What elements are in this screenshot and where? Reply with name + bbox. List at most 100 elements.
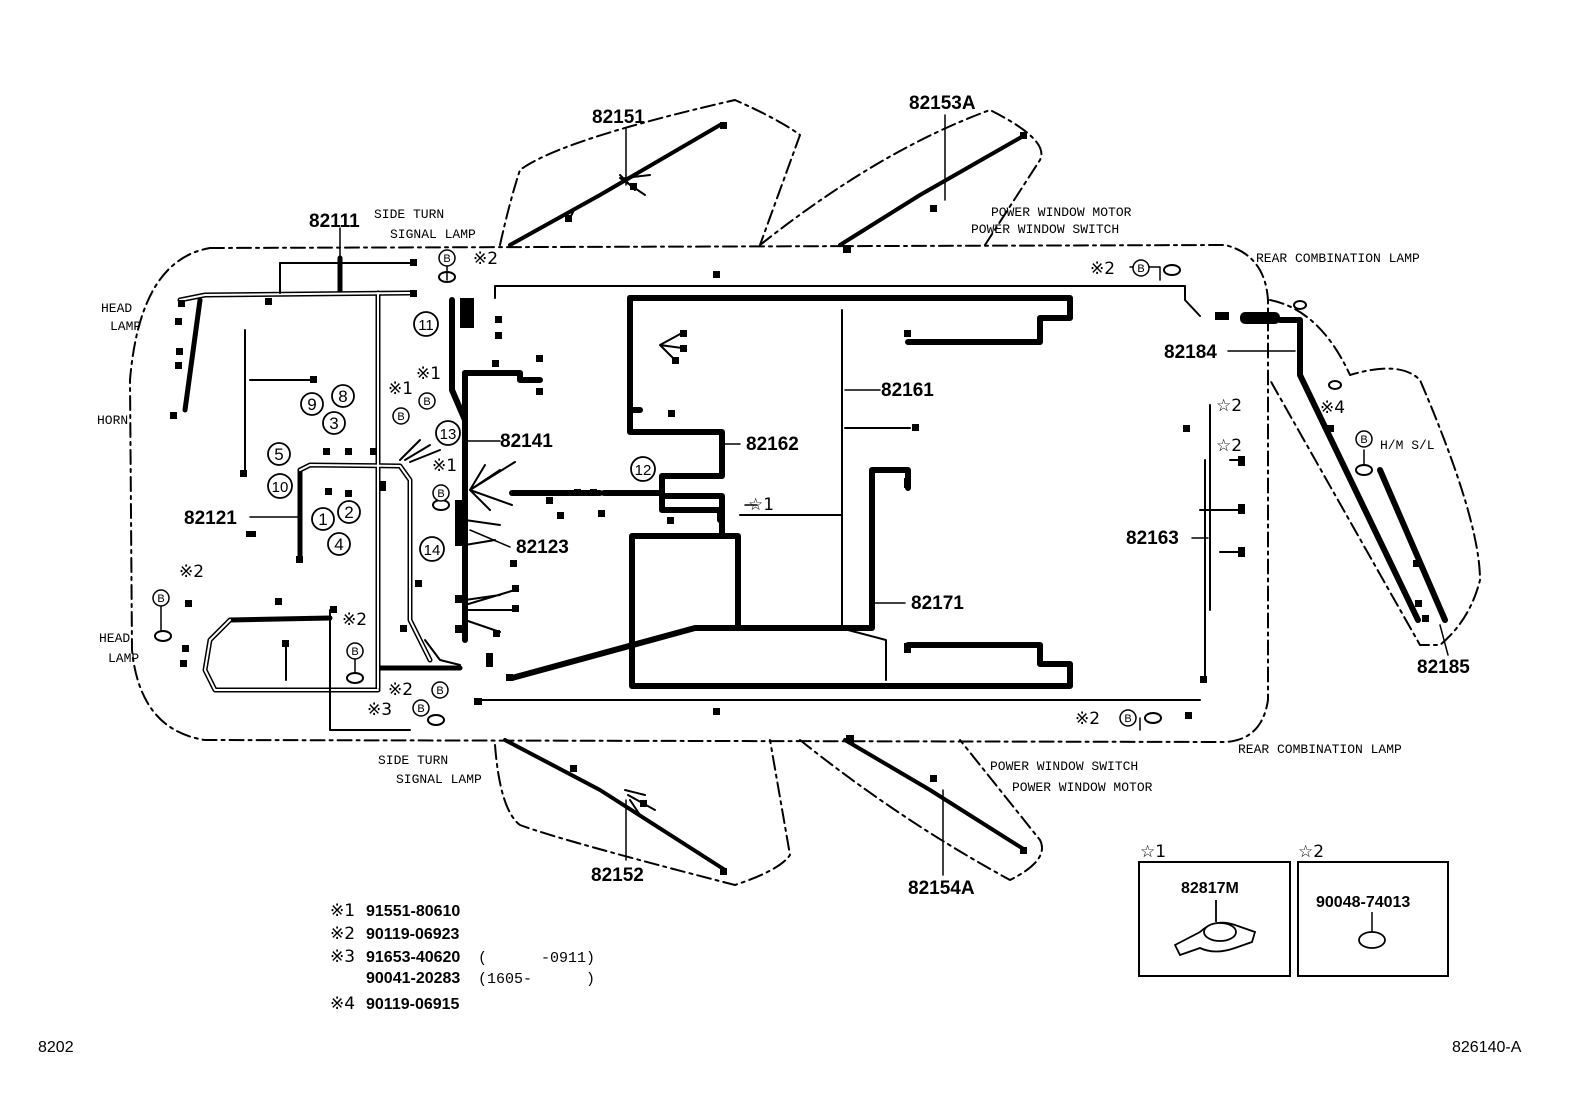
legend-part-1: 91551-80610: [366, 903, 460, 920]
mark-s2: ☆2: [1216, 396, 1242, 416]
inset-1-part: 82817M: [1181, 880, 1239, 897]
part-82111: 82111: [309, 211, 360, 232]
label-rear-combination-top: REAR COMBINATION LAMP: [1256, 251, 1420, 266]
bolt-b: B: [397, 411, 404, 423]
legend-part-2: 90119-06923: [366, 926, 460, 943]
bolt-b: B: [1360, 434, 1367, 446]
bolt-b: B: [1124, 713, 1131, 725]
legend-part-3: 91653-40620: [366, 949, 460, 966]
bolt-b: B: [1137, 263, 1144, 275]
bolt-b: B: [437, 488, 444, 500]
callout-3: 3: [329, 414, 338, 433]
callout-11: 11: [418, 317, 434, 334]
clip-icon: [1173, 900, 1257, 957]
part-82141: 82141: [500, 431, 553, 452]
bolt-b: B: [157, 593, 164, 605]
part-82121: 82121: [184, 508, 237, 529]
callout-5: 5: [274, 445, 283, 464]
bolt-b: B: [423, 396, 430, 408]
inset-2-mark: ☆2: [1298, 842, 1324, 862]
label-hm-sl: H/M S/L: [1380, 438, 1435, 453]
label-pw-motor-top: POWER WINDOW MOTOR: [991, 205, 1132, 220]
mark-k1: ※1: [416, 364, 441, 384]
part-82184: 82184: [1164, 342, 1217, 363]
legend-part-5: 90119-06915: [366, 996, 460, 1013]
bolt-b: B: [443, 253, 450, 265]
legend-mark-2: ※2: [330, 924, 355, 944]
harness-hair: [244, 262, 1241, 731]
callout-numbers: 1 2 3 4 5 8 9 10 11 12 13 14: [272, 317, 652, 559]
label-side-turn-bot-2: SIGNAL LAMP: [396, 772, 482, 787]
label-pw-switch-bot: POWER WINDOW SWITCH: [990, 759, 1138, 774]
label-horn: HORN: [97, 413, 128, 428]
legend-note-4: (1605- ): [478, 971, 595, 988]
part-82153a: 82153A: [909, 93, 976, 114]
mark-k2: ※2: [179, 562, 204, 582]
part-82152: 82152: [591, 865, 644, 886]
inset-1-mark: ☆1: [1140, 842, 1166, 862]
legend-mark-5: ※4: [330, 994, 355, 1014]
harness-thin-inner: [179, 292, 431, 691]
part-82185: 82185: [1417, 657, 1470, 678]
bolt-symbols: B B B B B B B B B B B: [152, 249, 1373, 727]
mark-k2: ※2: [1090, 259, 1115, 279]
part-82154a: 82154A: [908, 878, 975, 899]
mark-k2: ※2: [388, 680, 413, 700]
mark-k2: ※2: [473, 249, 498, 269]
label-head-lamp-bot-2: LAMP: [108, 651, 139, 666]
legend-part-4: 90041-20283: [366, 970, 460, 987]
callout-14: 14: [424, 542, 441, 559]
label-side-turn-top: SIDE TURN: [374, 207, 444, 222]
mark-k3: ※3: [367, 700, 392, 720]
callout-13: 13: [440, 426, 457, 443]
mark-k1: ※1: [388, 379, 413, 399]
callout-10: 10: [272, 479, 289, 496]
part-labels: 82151 82153A 82111 82121 82141 82123 821…: [184, 93, 1470, 899]
callout-1: 1: [318, 510, 327, 529]
callout-9: 9: [307, 395, 316, 414]
mark-k4: ※4: [1320, 398, 1345, 418]
callout-2: 2: [344, 503, 353, 522]
part-82151: 82151: [592, 107, 645, 128]
fastener-legend: ※1 91551-80610 ※2 90119-06923 ※3 91653-4…: [330, 901, 595, 1014]
label-head-lamp-top: HEAD: [101, 301, 132, 316]
mark-k2: ※2: [342, 610, 367, 630]
part-82171: 82171: [911, 593, 964, 614]
bolt-b: B: [417, 703, 424, 715]
callout-4: 4: [334, 535, 343, 554]
part-82163: 82163: [1126, 528, 1179, 549]
legend-note-3: ( -0911): [478, 950, 595, 967]
harness-thick: [449, 295, 1448, 689]
footer-left-code: 8202: [38, 1039, 74, 1056]
part-82162: 82162: [746, 434, 799, 455]
callout-8: 8: [338, 387, 347, 406]
legend-mark-1: ※1: [330, 901, 355, 921]
label-head-lamp-bot: HEAD: [99, 631, 130, 646]
inset-box-2: ☆2 90048-74013: [1297, 842, 1449, 977]
part-82123: 82123: [516, 537, 569, 558]
callout-12: 12: [635, 462, 652, 479]
inset-2-part: 90048-74013: [1316, 894, 1410, 911]
footer-right-code: 826140-A: [1452, 1039, 1522, 1056]
door-harness-fl: [503, 123, 1027, 872]
connector-fan: [399, 174, 683, 816]
label-side-turn-top-2: SIGNAL LAMP: [390, 227, 476, 242]
legend-mark-3: ※3: [330, 947, 355, 967]
connectors: [170, 122, 1429, 875]
label-pw-motor-bot: POWER WINDOW MOTOR: [1012, 780, 1153, 795]
reference-marks: ※2 ※1 ※1 ※1 ※2 ※2 ※2 ※3 ※2 ※2 ※4 ☆1 ☆2 ☆…: [179, 249, 1345, 729]
bolt-b: B: [351, 646, 358, 658]
component-labels: SIDE TURN SIGNAL LAMP POWER WINDOW MOTOR…: [97, 205, 1435, 795]
grommet-icon: [1358, 931, 1386, 949]
bolt-b: B: [436, 685, 443, 697]
mark-k1: ※1: [432, 456, 457, 476]
label-pw-switch-top: POWER WINDOW SWITCH: [971, 222, 1119, 237]
mark-k2: ※2: [1075, 709, 1100, 729]
label-rear-combination-bot: REAR COMBINATION LAMP: [1238, 742, 1402, 757]
label-head-lamp-top-2: LAMP: [110, 319, 141, 334]
callout-circles: [267, 311, 656, 562]
part-82161: 82161: [881, 380, 934, 401]
mark-s2: ☆2: [1216, 436, 1242, 456]
mark-s1: ☆1: [748, 495, 774, 515]
